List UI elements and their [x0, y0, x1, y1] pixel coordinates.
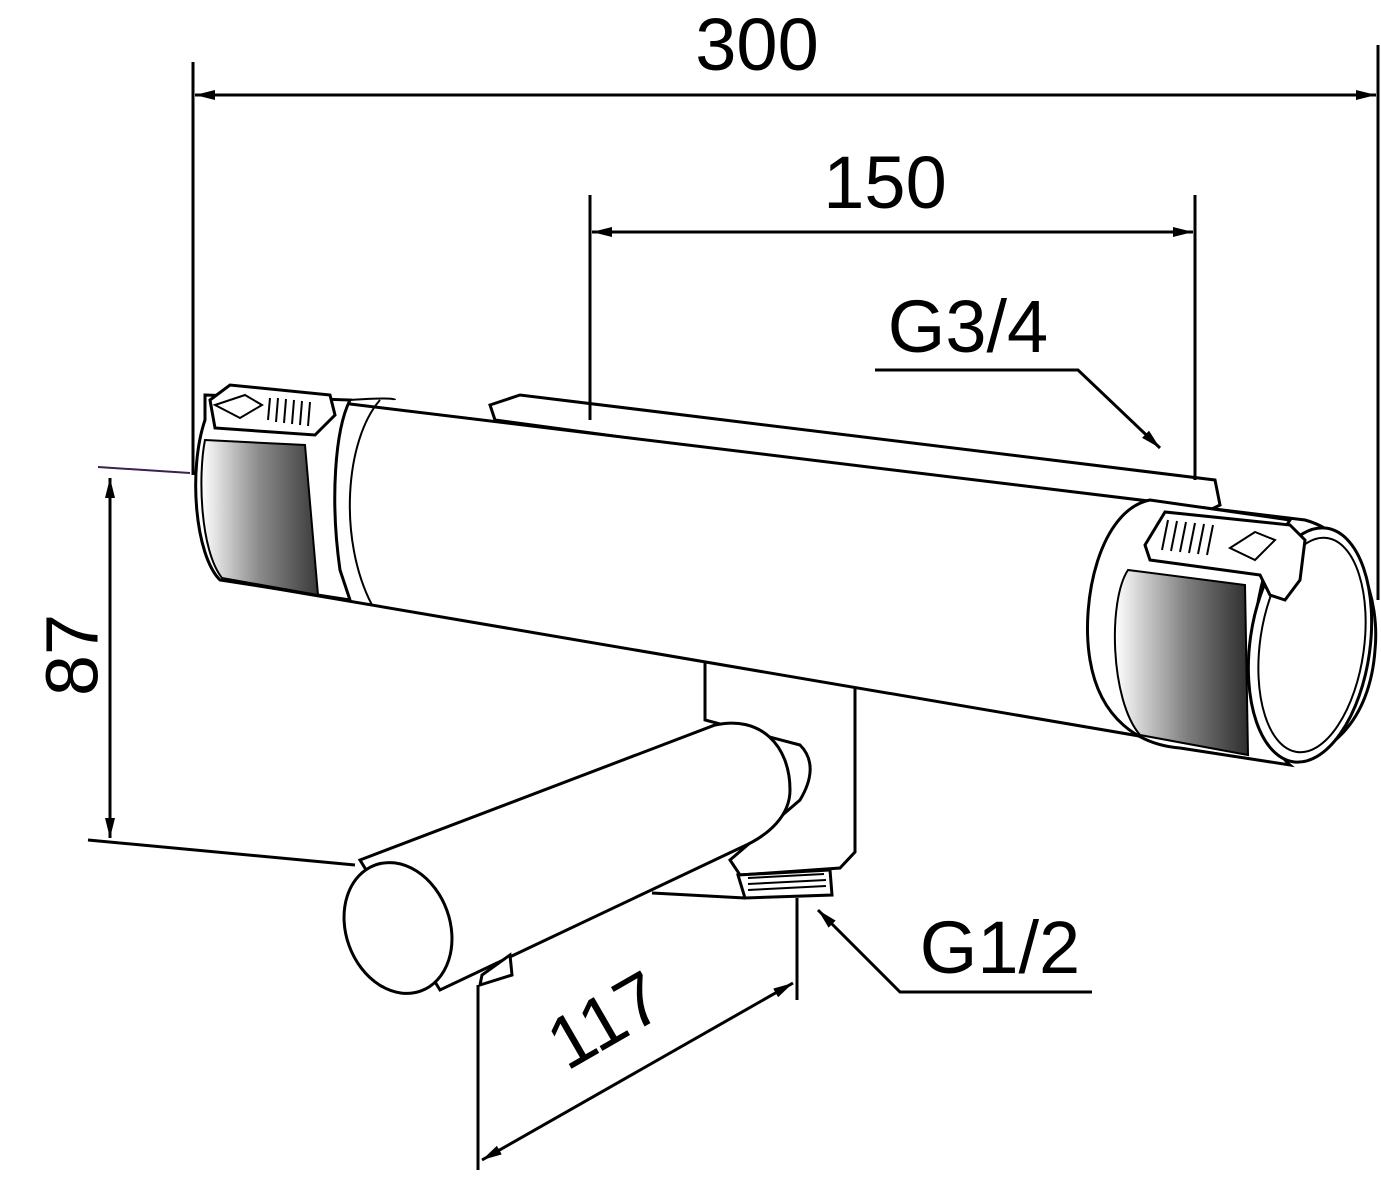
dimension-label-87: 87 — [31, 614, 114, 696]
thread-label-outlet: G1/2 — [920, 906, 1080, 989]
faucet-body — [194, 383, 1378, 995]
dimension-overall-width: 300 — [191, 3, 1380, 600]
thread-label-inlet: G3/4 — [888, 285, 1048, 368]
leader-outlet-thread: G1/2 — [816, 906, 1092, 994]
dimension-inlet-spacing: 150 — [588, 141, 1197, 480]
dimension-label-150: 150 — [823, 141, 946, 224]
dimension-height: 87 — [31, 466, 356, 867]
leader-inlet-thread: G3/4 — [875, 285, 1162, 450]
dimension-label-300: 300 — [695, 3, 818, 86]
dimension-label-117: 117 — [533, 955, 677, 1086]
